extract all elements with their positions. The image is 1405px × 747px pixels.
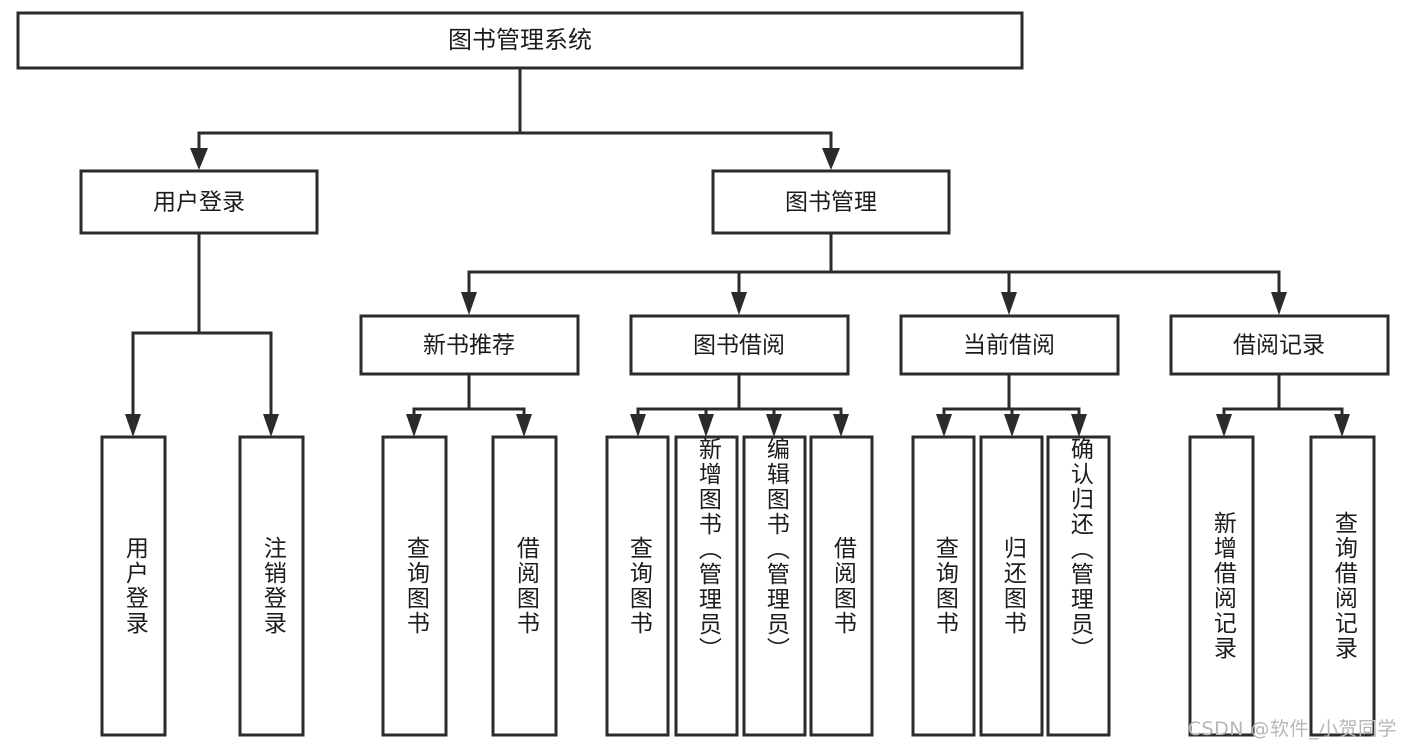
- node-root-label: 图书管理系统: [448, 26, 592, 54]
- leaf-box-add-record[interactable]: [1188, 435, 1255, 737]
- arrow-head-leaf-query-book-2: [630, 414, 646, 437]
- node-current-borrow-box[interactable]: [899, 314, 1120, 376]
- leaf-box-query-record[interactable]: [1309, 435, 1376, 737]
- node-new-book-recommend[interactable]: 新书推荐: [359, 314, 580, 376]
- node-user-login[interactable]: 用户登录: [79, 169, 319, 235]
- node-book-manage[interactable]: 图书管理: [711, 169, 951, 235]
- arrow-head-leaf-add-record: [1216, 414, 1232, 437]
- node-book-borrow[interactable]: 图书借阅: [629, 314, 850, 376]
- node-borrow-record-box[interactable]: [1169, 314, 1390, 376]
- leaf-box-borrow-book-2[interactable]: [809, 435, 874, 737]
- arrow-head-leaf-confirm-return: [1071, 414, 1087, 437]
- leaf-box-query-book-3[interactable]: [911, 435, 976, 737]
- node-book-manage-box[interactable]: [711, 169, 951, 235]
- leaf-box-add-book[interactable]: [674, 435, 739, 737]
- node-book-manage-label: 图书管理: [785, 190, 877, 216]
- arrow-head-leaf-return-book: [1004, 414, 1020, 437]
- node-user-login-label: 用户登录: [153, 190, 245, 216]
- arrow-head-leaf-borrow-book-1: [516, 414, 532, 437]
- leaf-boxes-group: [100, 435, 1376, 737]
- node-current-borrow[interactable]: 当前借阅: [899, 314, 1120, 376]
- arrow-head-current-borrow: [1001, 292, 1017, 315]
- arrow-head-leaf-query-record: [1334, 414, 1350, 437]
- arrow-head-leaf-query-book-3: [936, 414, 952, 437]
- arrow-head-borrow-record: [1271, 292, 1287, 315]
- node-borrow-record-label: 借阅记录: [1233, 333, 1325, 359]
- arrow-head-user-login: [190, 148, 208, 170]
- leaf-box-return-book[interactable]: [979, 435, 1044, 737]
- arrow-head-leaf-edit-book: [766, 414, 782, 437]
- arrow-head-book-manage: [822, 148, 840, 170]
- leaf-box-confirm-return[interactable]: [1046, 435, 1111, 737]
- arrow-head-book-borrow: [731, 292, 747, 315]
- node-borrow-record[interactable]: 借阅记录: [1169, 314, 1390, 376]
- node-root-box[interactable]: [16, 11, 1024, 70]
- arrow-head-leaf-add-book: [698, 414, 714, 437]
- node-current-borrow-label: 当前借阅: [963, 333, 1055, 359]
- leaf-box-borrow-book-1[interactable]: [491, 435, 558, 737]
- leaf-box-query-book-2[interactable]: [605, 435, 670, 737]
- node-new-book-recommend-box[interactable]: [359, 314, 580, 376]
- arrow-head-leaf-query-book-1: [406, 414, 422, 437]
- connectors-group: [125, 66, 1350, 437]
- arrow-head-new-book-recommend: [461, 292, 477, 315]
- leaf-box-user-logout[interactable]: [238, 435, 305, 737]
- leaf-box-edit-book[interactable]: [742, 435, 807, 737]
- watermark-text: CSDN @软件_小贺同学: [1187, 718, 1397, 740]
- node-book-borrow-box[interactable]: [629, 314, 850, 376]
- node-new-book-recommend-label: 新书推荐: [423, 333, 515, 359]
- arrow-head-leaf-user-login: [125, 414, 141, 437]
- node-root[interactable]: 图书管理系统: [16, 11, 1024, 70]
- node-user-login-box[interactable]: [79, 169, 319, 235]
- leaf-box-user-login[interactable]: [100, 435, 167, 737]
- node-book-borrow-label: 图书借阅: [693, 333, 785, 359]
- arrow-head-leaf-user-logout: [263, 414, 279, 437]
- leaf-box-query-book-1[interactable]: [381, 435, 448, 737]
- arrow-head-leaf-borrow-book-2: [833, 414, 849, 437]
